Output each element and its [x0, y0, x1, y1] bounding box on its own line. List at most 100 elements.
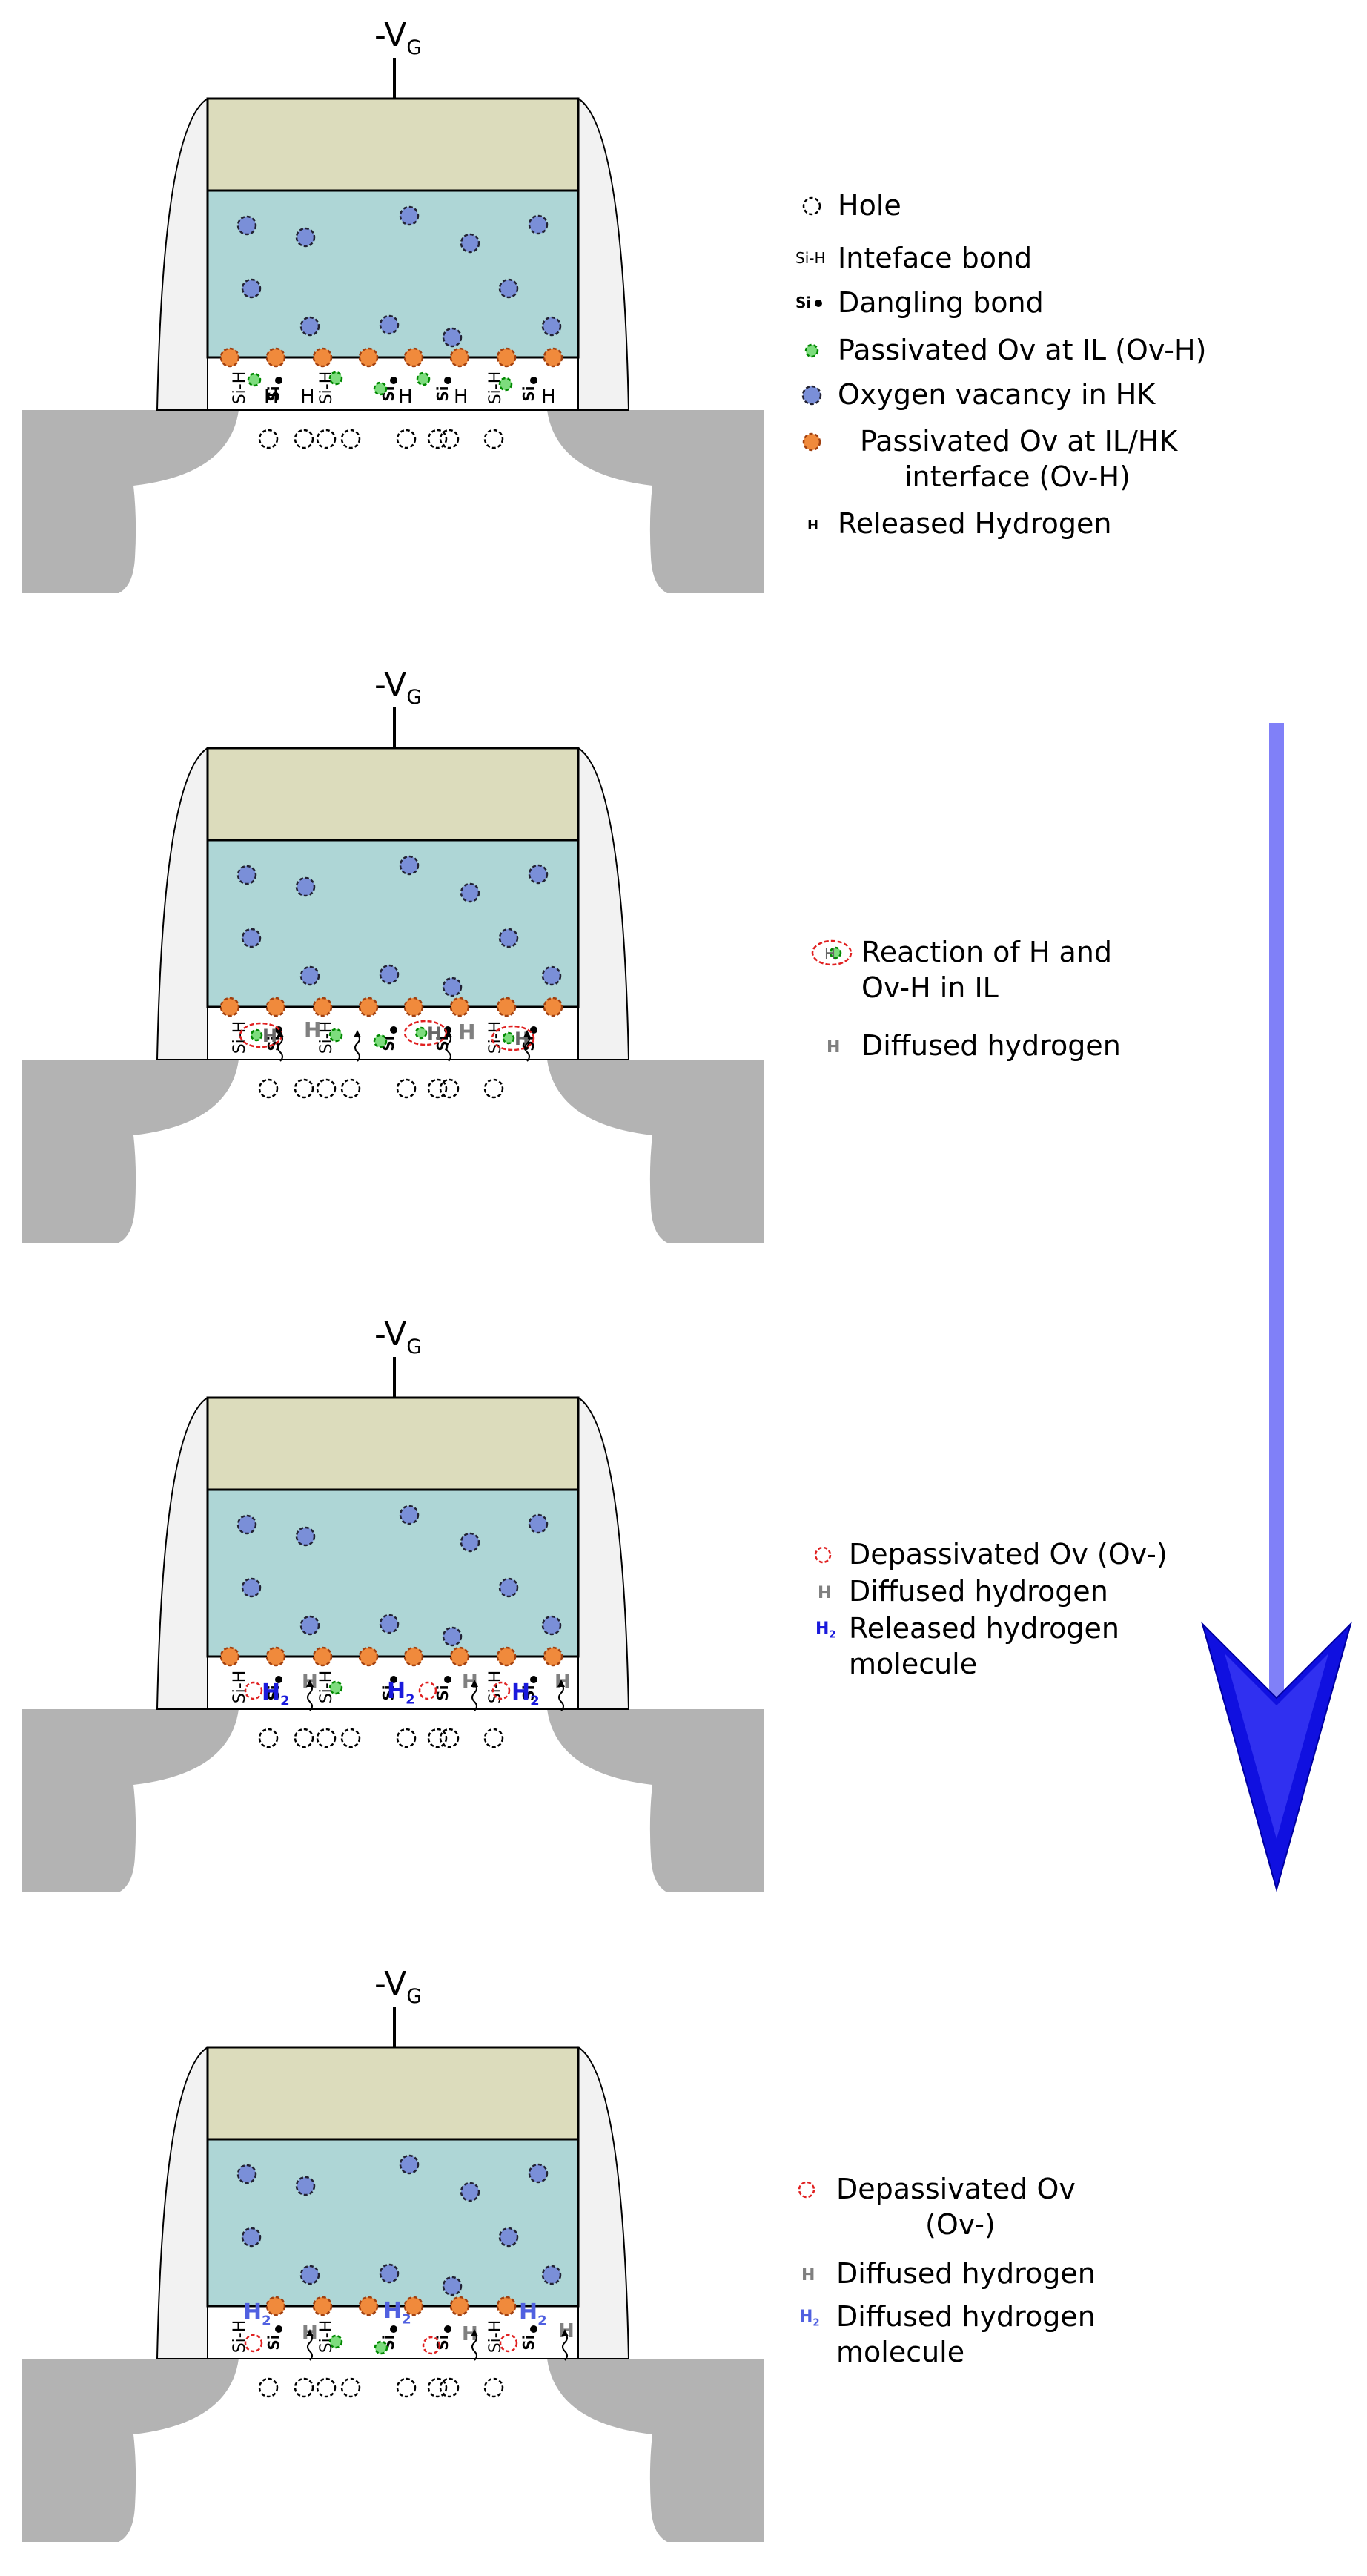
ov-h-interface [496, 2296, 517, 2316]
dangling-bond-dot [390, 1676, 397, 1683]
legend-label: Depassivated Ov [836, 2173, 1076, 2205]
diffusion-path [524, 1034, 530, 1062]
oxygen-vacancy-hk [379, 964, 400, 985]
hole [396, 1078, 417, 1099]
h2-released-label: H2 [262, 1680, 290, 1709]
substrate-right [547, 1709, 764, 1892]
si-h-bond: Si-H [231, 1671, 249, 1704]
si-h-bond: Si-H [231, 371, 249, 405]
oxygen-vacancy-hk [442, 327, 463, 348]
hole [258, 429, 279, 449]
si-h-bond-icon: Si-H [795, 249, 826, 267]
diffusion-arrowhead [471, 1680, 478, 1687]
gate-voltage-label: -VG [374, 1315, 422, 1358]
oxygen-vacancy-hk [442, 977, 463, 997]
diffusion-arrowhead [471, 2329, 478, 2336]
legend-label: Hole [838, 189, 901, 222]
hole [396, 2377, 417, 2398]
diffusion-arrowhead [306, 2329, 314, 2336]
oxygen-vacancy-hk [528, 214, 549, 235]
dangling-bond-dot [390, 2325, 397, 2333]
hole [396, 1728, 417, 1748]
oxygen-vacancy-hk [299, 2265, 320, 2285]
diffusion-arrowhead [306, 1680, 314, 1687]
hole [427, 429, 448, 449]
h2-released-label: H2 [387, 1678, 415, 1708]
progression-arrow [1201, 723, 1352, 1892]
hole [396, 429, 417, 449]
h2-released-label: H2 [512, 1680, 540, 1709]
ov-h-interface [496, 997, 517, 1017]
si-dangling-bond: Si [434, 2334, 451, 2350]
oxygen-vacancy-hk [236, 1514, 257, 1535]
hole [316, 2377, 337, 2398]
legend-label: Released Hydrogen [838, 507, 1111, 540]
si-dangling-bond: Si [434, 386, 451, 401]
ov-h-interface [449, 2296, 470, 2316]
gate-metal [206, 2046, 580, 2141]
diffusion-arrowhead [561, 2329, 569, 2336]
spacer-left [156, 1396, 208, 1710]
depassivated-ov [244, 1681, 263, 1700]
legend-label: Diffused hydrogen [849, 1575, 1108, 1608]
spacer-right [577, 2046, 630, 2359]
diffusion-path [277, 1034, 283, 1062]
hydrogen-label: H [304, 1017, 321, 1042]
ov-h-il [328, 371, 343, 386]
substrate-left [22, 410, 239, 593]
ov-h-interface [358, 347, 379, 368]
diffusion-path [307, 2333, 313, 2361]
legend-label: interface (Ov-H) [904, 460, 1131, 493]
h2-diffused-label: H2 [519, 2299, 547, 2329]
si-dangling-bond: Si [265, 1685, 282, 1700]
legend-label: molecule [836, 2336, 964, 2368]
spacer-left [156, 747, 208, 1060]
ov-h-il [374, 2340, 388, 2355]
dangling-bond-dot [530, 377, 537, 384]
ov-h-interface [496, 1646, 517, 1667]
oxygen-vacancy-hk [236, 215, 257, 236]
hydrogen-label: H [462, 2323, 478, 2345]
oxygen-vacancy-hk [399, 205, 420, 226]
substrate-left [22, 1709, 239, 1892]
ov-h-il [328, 2334, 343, 2349]
hole [483, 2377, 504, 2398]
ov-h-il [416, 371, 431, 386]
hole [483, 429, 504, 449]
legend-label: (Ov-) [925, 2208, 996, 2241]
hole [316, 429, 337, 449]
hydrogen-label: H [262, 1026, 277, 1046]
oxygen-vacancy-hk [528, 1513, 549, 1534]
diffusion-arrowhead [557, 1680, 565, 1687]
ov-h-interface [219, 997, 240, 1017]
h2-diffused-label: H2 [383, 2298, 411, 2328]
ov-h-interface [358, 2296, 379, 2316]
hydrogen-label: H [462, 1671, 478, 1693]
si-dangling-bond: Si [265, 386, 282, 401]
ov-h-interface [265, 997, 286, 1017]
ov-h-il [414, 1026, 428, 1040]
dangling-bond-icon: Si [795, 294, 811, 311]
ov-h-interface [496, 347, 517, 368]
stage-3: -VGSi-HSiSi-HSiSiSi-HSiH2H2H2HHHDepassiv… [22, 1315, 1168, 1892]
oxygen-vacancy-hk [299, 316, 320, 337]
ov-h-interface [543, 997, 563, 1017]
dangling-bond-dot [444, 2325, 451, 2333]
ov-h-il [328, 1028, 343, 1043]
released-h-icon: H [807, 518, 818, 533]
oxygen-vacancy-hk [241, 2227, 262, 2248]
stage-4: -VGSi-HSiSi-HSiSiSi-HSiH2H2H2HHHDepassiv… [22, 1965, 1096, 2542]
si-dangling-bond: Si [265, 2334, 282, 2350]
ov-h-interface [543, 347, 563, 368]
legend-label: Ov-H in IL [861, 971, 999, 1004]
oxygen-vacancy-hk [295, 876, 316, 897]
hole [439, 429, 460, 449]
substrate-right [547, 1060, 764, 1243]
diffusion-path [307, 1683, 313, 1711]
gate-voltage-label: -VG [374, 666, 422, 709]
diffused-h-icon: H [801, 2266, 815, 2285]
